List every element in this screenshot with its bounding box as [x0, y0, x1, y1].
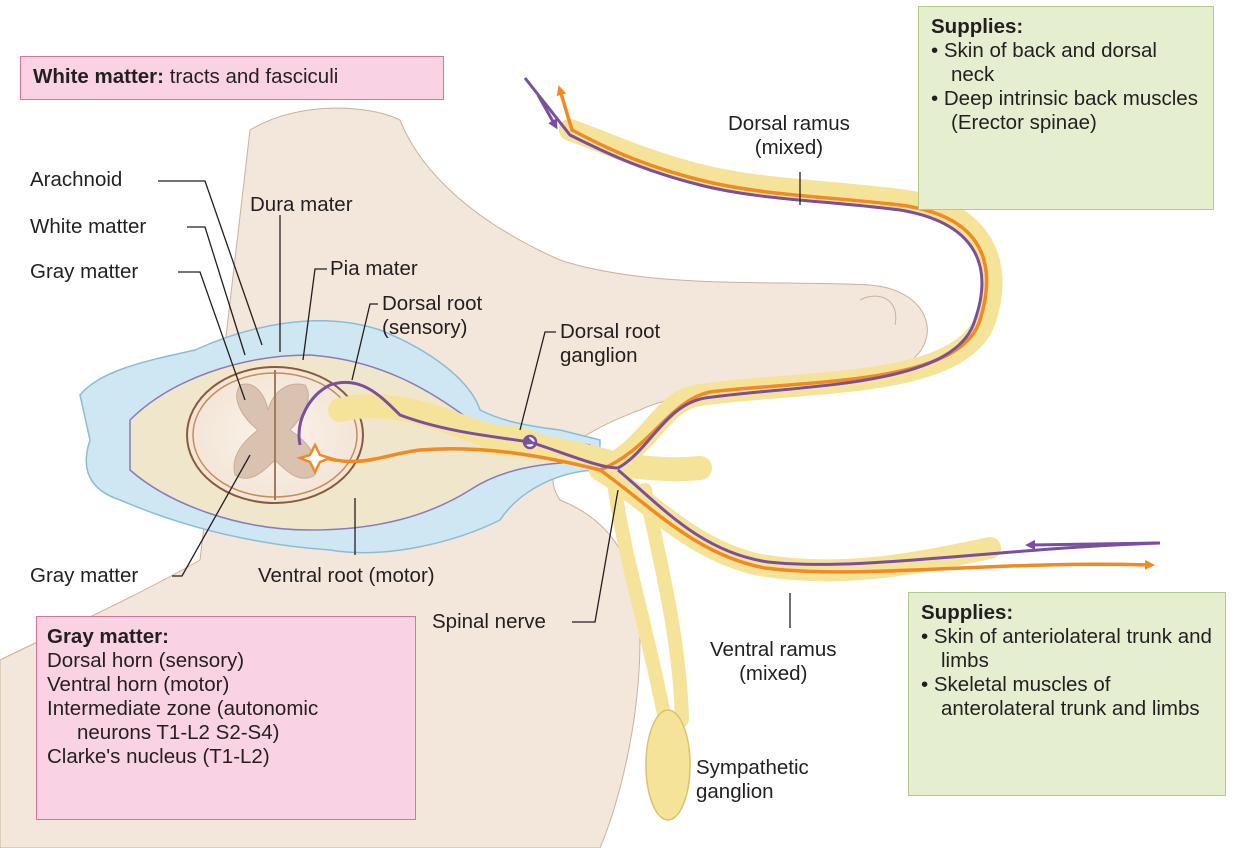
gray-matter-line1: Dorsal horn (sensory): [47, 649, 405, 673]
gray-matter-line4: neurons T1-L2 S2-S4): [47, 721, 405, 745]
white-matter-box-title: White matter:: [33, 65, 164, 88]
label-dorsal-root-line1: Dorsal root: [382, 292, 482, 316]
label-dura-mater: Dura mater: [250, 193, 353, 217]
supplies-ventral-title: Supplies:: [921, 601, 1213, 625]
supplies-ventral-item1: • Skin of anteriolateral trunk and limbs: [921, 625, 1213, 673]
sympathetic-ganglion: [646, 710, 690, 820]
gray-matter-line2: Ventral horn (motor): [47, 673, 405, 697]
gray-matter-box: Gray matter: Dorsal horn (sensory) Ventr…: [36, 616, 416, 820]
supplies-dorsal-item2: • Deep intrinsic back muscles (Erector s…: [931, 87, 1201, 135]
label-drg-line1: Dorsal root: [560, 320, 660, 344]
white-matter-box-text: tracts and fasciculi: [170, 65, 339, 88]
gray-matter-line3: Intermediate zone (autonomic: [47, 697, 405, 721]
white-matter-box: White matter: tracts and fasciculi: [20, 56, 444, 100]
label-sympathetic-ganglion: Sympathetic ganglion: [696, 756, 809, 804]
label-arachnoid: Arachnoid: [30, 168, 122, 192]
label-dorsal-root: Dorsal root (sensory): [382, 292, 482, 340]
label-dorsal-ramus-line1: Dorsal ramus: [728, 112, 850, 136]
label-sympathetic-line2: ganglion: [696, 780, 809, 804]
label-dorsal-ramus: Dorsal ramus (mixed): [728, 112, 850, 160]
sensory-arrow-right: [1030, 543, 1160, 545]
label-gray-matter-bottom: Gray matter: [30, 564, 138, 588]
gray-matter-box-title: Gray matter:: [47, 625, 405, 649]
supplies-dorsal-title: Supplies:: [931, 15, 1201, 39]
gray-matter-line5: Clarke's nucleus (T1-L2): [47, 745, 405, 769]
supplies-dorsal-box: Supplies: • Skin of back and dorsal neck…: [918, 6, 1214, 210]
label-ventral-ramus-line1: Ventral ramus: [710, 638, 836, 662]
supplies-dorsal-item1: • Skin of back and dorsal neck: [931, 39, 1201, 87]
label-ventral-ramus: Ventral ramus (mixed): [710, 638, 836, 686]
label-pia-mater: Pia mater: [330, 257, 418, 281]
label-white-matter: White matter: [30, 215, 146, 239]
label-gray-matter-top: Gray matter: [30, 260, 138, 284]
supplies-ventral-item2: • Skeletal muscles of anterolateral trun…: [921, 673, 1213, 721]
label-ventral-root: Ventral root (motor): [258, 564, 435, 588]
supplies-ventral-box: Supplies: • Skin of anteriolateral trunk…: [908, 592, 1226, 796]
label-spinal-nerve: Spinal nerve: [432, 610, 546, 634]
label-sympathetic-line1: Sympathetic: [696, 756, 809, 780]
sensory-arrow-top: [538, 95, 555, 125]
label-dorsal-root-line2: (sensory): [382, 316, 482, 340]
label-dorsal-root-ganglion: Dorsal root ganglion: [560, 320, 660, 368]
label-drg-line2: ganglion: [560, 344, 660, 368]
label-ventral-ramus-line2: (mixed): [710, 662, 836, 686]
label-dorsal-ramus-line2: (mixed): [728, 136, 850, 160]
